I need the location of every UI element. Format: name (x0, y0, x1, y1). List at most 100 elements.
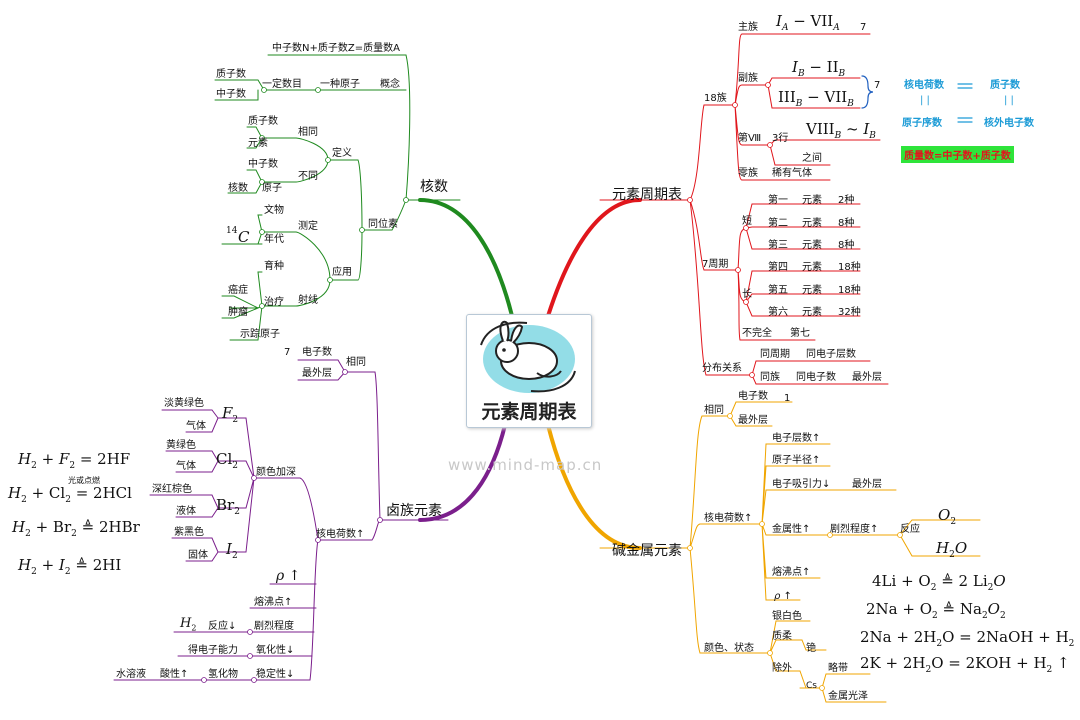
group-8-node[interactable]: 第Ⅷ (738, 133, 762, 144)
bromine-formula: Br2 (216, 496, 240, 517)
main-group-node[interactable]: 主族 (738, 22, 758, 33)
halogen-electron-seven: 7 (284, 347, 291, 358)
dark-red-brown-label: 深红棕色 (152, 484, 192, 495)
short-period-node[interactable]: 短 (742, 216, 752, 227)
alkali-electron-one: 1 (784, 393, 791, 404)
purple-black-label: 紫黑色 (174, 527, 204, 538)
distribution-node[interactable]: 分布关系 (702, 363, 742, 374)
color-deepening-node[interactable]: 颜色加深 (256, 467, 296, 478)
branch-halogens[interactable]: 卤族元素 (386, 503, 442, 519)
rabbit-icon (480, 320, 576, 393)
period-6-n: 32种 (838, 307, 861, 318)
artifact-label: 文物 (264, 205, 284, 216)
measure-node[interactable]: 测定 (298, 221, 318, 232)
parallel-1: | | (920, 95, 930, 106)
halogen-nuclear-charge-node[interactable]: 核电荷数↑ (316, 529, 365, 540)
different-node[interactable]: 不同 (298, 171, 318, 182)
reaction-decrease-label: 反应↓ (208, 621, 237, 632)
three-rows-label: 3行 (772, 133, 789, 144)
except-node[interactable]: 除外 (772, 663, 792, 674)
gas-label-2: 气体 (176, 461, 196, 472)
application-node[interactable]: 应用 (332, 267, 352, 278)
carbon-14-mass-number: 14 (226, 226, 238, 236)
solid-label: 固体 (188, 550, 208, 561)
equation-na-o2: 2Na + O2 ≜ Na2O2 (866, 600, 1006, 621)
oxidizing-decrease-label: 氧化性↓ (256, 645, 295, 656)
breeding-label: 育种 (264, 261, 284, 272)
sub-group-count: 7 (874, 80, 881, 91)
noble-gas-label: 稀有气体 (772, 168, 812, 179)
period-5-el: 元素 (802, 285, 822, 296)
sub-group-node[interactable]: 副族 (738, 73, 758, 84)
radiation-node[interactable]: 射线 (298, 295, 318, 306)
halogen-same-node[interactable]: 相同 (346, 357, 366, 368)
center-node[interactable]: 元素周期表 (466, 314, 592, 428)
density-label: ρ ↑ (276, 568, 301, 584)
outermost-shell-label: 最外层 (852, 372, 882, 383)
reaction-h2-i2: H2 + I2 ≜ 2HI (18, 556, 122, 577)
same-electron-count-label: 同电子数 (796, 372, 836, 383)
atomic-number-label: 原子序数 (902, 118, 942, 129)
hydride-node[interactable]: 氢化物 (208, 669, 238, 680)
tracer-atom-label: 示踪原子 (240, 329, 280, 340)
alkali-density-label: ρ ↑ (774, 591, 792, 602)
zero-group-node[interactable]: 零族 (738, 168, 758, 179)
reaction-h2-br2: H2 + Br2 ≜ 2HBr (12, 518, 140, 539)
fixed-number-node[interactable]: 一定数目 (262, 79, 302, 90)
metallic-increase-node[interactable]: 金属性↑ (772, 524, 811, 535)
isotope-node[interactable]: 同位素 (368, 219, 398, 230)
period-6-name: 第六 (768, 307, 788, 318)
alkali-electron-count-label: 电子数 (738, 391, 768, 402)
branch-alkali-metals[interactable]: 碱金属元素 (612, 543, 682, 559)
period-2-name: 第二 (768, 218, 788, 229)
alkali-outermost-label-2: 最外层 (852, 479, 882, 490)
period-3-el: 元素 (802, 240, 822, 251)
branch-periodic-table[interactable]: 元素周期表 (612, 187, 682, 203)
alkali-nuclear-charge-node[interactable]: 核电荷数↑ (704, 513, 753, 524)
reaction-h2-cl2: H2 + Cl2 = 2HCl (8, 484, 132, 505)
iodine-formula: I2 (226, 540, 238, 561)
chlorine-formula: Cl2 (216, 450, 239, 471)
same-node[interactable]: 相同 (298, 127, 318, 138)
electron-count-label: 核外电子数 (984, 118, 1034, 129)
carbon-14-symbol: C (238, 228, 250, 246)
slightly-label: 略带 (828, 663, 848, 674)
intensity-node[interactable]: 剧烈程度 (254, 621, 294, 632)
alkali-outermost-label: 最外层 (738, 415, 768, 426)
period-5-name: 第五 (768, 285, 788, 296)
element-label: 元素 (248, 138, 268, 149)
acidity-increase-label: 酸性↑ (160, 669, 189, 680)
concept-node[interactable]: 概念 (380, 79, 400, 90)
melting-boiling-point-label: 熔沸点↑ (254, 597, 293, 608)
hydrogen-formula: H2 (180, 616, 197, 633)
intensity-increase-node[interactable]: 剧烈程度↑ (830, 524, 879, 535)
group-18-node[interactable]: 18族 (704, 93, 727, 104)
mass-number-highlight: 质量数=中子数+质子数 (901, 146, 1014, 163)
nuclide-label: 核数 (228, 183, 248, 194)
fluorine-formula: F2 (222, 404, 239, 425)
period-3-n: 8种 (838, 240, 855, 251)
light-or-ignition-label: 光或点燃 (68, 476, 100, 485)
seven-periods-node[interactable]: 7周期 (702, 259, 729, 270)
color-state-node[interactable]: 颜色、状态 (704, 643, 754, 654)
same-group-label: 同族 (760, 372, 780, 383)
shell-count-increase-label: 电子层数↑ (772, 433, 821, 444)
reaction-node[interactable]: 反应 (900, 524, 920, 535)
long-period-node[interactable]: 长 (742, 289, 752, 300)
incomplete-node[interactable]: 不完全 (742, 328, 772, 339)
melting-point-increase-label: 熔沸点↑ (772, 567, 811, 578)
period-4-name: 第四 (768, 262, 788, 273)
treatment-node[interactable]: 治疗 (264, 297, 284, 308)
metallic-luster-label: 金属光泽 (828, 691, 868, 702)
period-2-n: 8种 (838, 218, 855, 229)
one-atom-node[interactable]: 一种原子 (320, 79, 360, 90)
between-label: 之间 (802, 153, 822, 164)
halogen-outermost-label: 最外层 (302, 368, 332, 379)
branch-nuclide[interactable]: 核数 (420, 179, 448, 195)
neutron-number-label-2: 中子数 (248, 159, 278, 170)
definition-node[interactable]: 定义 (332, 148, 352, 159)
period-2-el: 元素 (802, 218, 822, 229)
alkali-same-node[interactable]: 相同 (704, 405, 724, 416)
proton-count-label: 质子数 (990, 80, 1020, 91)
